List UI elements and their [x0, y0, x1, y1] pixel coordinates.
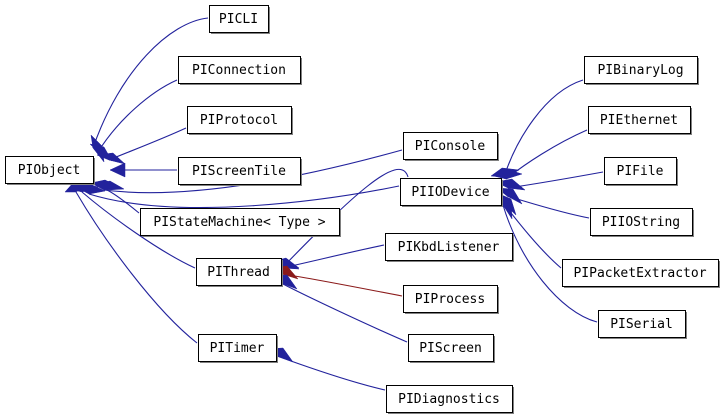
- edge-line: [507, 171, 604, 189]
- node-box[interactable]: [598, 310, 686, 338]
- node-box[interactable]: [590, 208, 693, 236]
- node-label: PIBinaryLog: [597, 63, 683, 78]
- edge-pibinarylog: [490, 79, 584, 178]
- edge-pikbdlistener: [269, 244, 385, 270]
- node-label: PIIOString: [602, 215, 680, 230]
- edge-line: [81, 191, 196, 269]
- node-box[interactable]: [584, 56, 698, 84]
- edge-piconnection: [89, 79, 178, 162]
- class-node-piethernet[interactable]: PIEthernet: [588, 106, 693, 136]
- class-node-piscreen[interactable]: PIScreen: [408, 334, 496, 364]
- node-box[interactable]: [209, 5, 269, 33]
- node-box[interactable]: [385, 233, 513, 261]
- class-node-pitimer[interactable]: PITimer: [198, 334, 279, 364]
- node-box[interactable]: [178, 56, 301, 84]
- node-layer: PIObject PICLI PIConnectionPIProtocolPIScr…: [5, 5, 721, 415]
- node-box[interactable]: [5, 156, 94, 184]
- edge-layer: [64, 17, 604, 391]
- class-node-piconsole[interactable]: PIConsole: [403, 132, 500, 162]
- node-box[interactable]: [403, 132, 498, 160]
- class-node-piprocess[interactable]: PIProcess: [403, 285, 500, 315]
- edge-picli: [90, 17, 209, 163]
- edge-line: [97, 79, 178, 153]
- class-node-piserial[interactable]: PISerial: [598, 310, 688, 340]
- edge-line: [88, 185, 400, 209]
- node-label: PIThread: [207, 265, 270, 280]
- node-label: PIProtocol: [200, 113, 278, 128]
- node-label: PICLI: [219, 12, 258, 27]
- edge-piethernet: [493, 129, 588, 180]
- node-label: PISerial: [610, 317, 673, 332]
- node-label: PIObject: [18, 163, 81, 178]
- class-node-pipacketextractor[interactable]: PIPacketExtractor: [562, 259, 721, 289]
- class-node-pibinarylog[interactable]: PIBinaryLog: [584, 56, 700, 86]
- node-box[interactable]: [140, 208, 340, 236]
- class-node-pifile[interactable]: PIFile: [604, 157, 679, 187]
- edge-piscreentile: [109, 162, 177, 178]
- class-node-picli[interactable]: PICLI: [209, 5, 271, 35]
- node-label: PIIODevice: [411, 185, 489, 200]
- node-box[interactable]: [562, 259, 719, 287]
- node-label: PIProcess: [415, 292, 485, 307]
- edge-line: [92, 17, 209, 149]
- edge-line: [281, 244, 385, 269]
- node-box[interactable]: [403, 285, 498, 313]
- class-node-piobject[interactable]: PIObject: [5, 156, 96, 186]
- edge-line: [108, 127, 187, 161]
- node-box[interactable]: [187, 106, 292, 134]
- edge-line: [276, 355, 386, 391]
- class-node-pikbdlistener[interactable]: PIKbdListener: [385, 233, 515, 263]
- edge-pidiagnostics: [266, 347, 386, 391]
- node-label: PIDiagnostics: [398, 392, 500, 407]
- node-box[interactable]: [400, 178, 502, 206]
- edge-line: [281, 168, 409, 269]
- node-label: PITimer: [210, 341, 265, 356]
- node-box[interactable]: [178, 157, 301, 185]
- arrowhead-icon: [96, 152, 126, 165]
- class-node-piprotocol[interactable]: PIProtocol: [187, 106, 294, 136]
- class-node-piconnection[interactable]: PIConnection: [178, 56, 303, 86]
- node-label: PIConnection: [192, 63, 286, 78]
- node-box[interactable]: [198, 334, 277, 362]
- edge-line: [75, 191, 198, 344]
- edge-line: [503, 79, 584, 178]
- edge-piscreen: [270, 274, 408, 343]
- node-box[interactable]: [408, 334, 494, 362]
- node-box[interactable]: [386, 385, 513, 413]
- node-label: PIScreenTile: [192, 164, 286, 179]
- class-node-piiodevice[interactable]: PIIODevice: [400, 178, 504, 208]
- arrowhead-icon: [493, 168, 523, 180]
- node-label: PIKbdListener: [398, 240, 500, 255]
- node-box[interactable]: [196, 258, 282, 286]
- class-node-pidiagnostics[interactable]: PIDiagnostics: [386, 385, 515, 415]
- edge-line: [502, 204, 598, 323]
- node-box[interactable]: [588, 106, 691, 134]
- edge-piprotocol: [96, 127, 187, 165]
- node-box[interactable]: [604, 157, 677, 185]
- edge-line: [505, 129, 588, 180]
- class-node-piscreentile[interactable]: PIScreenTile: [178, 157, 303, 187]
- node-label: PIPacketExtractor: [573, 266, 706, 281]
- class-node-piiostring[interactable]: PIIOString: [590, 208, 695, 238]
- class-node-pistatemachine[interactable]: PIStateMachine< Type >: [140, 208, 342, 238]
- node-label: PIEthernet: [600, 113, 678, 128]
- edge-piiodevice-obj: [75, 183, 400, 209]
- node-label: PIScreen: [419, 341, 482, 356]
- node-label: PIFile: [617, 164, 664, 179]
- edge-line: [106, 189, 140, 214]
- edge-line: [280, 282, 408, 343]
- arrowhead-icon: [109, 162, 126, 178]
- node-label: PIConsole: [415, 139, 486, 154]
- node-label: PIStateMachine< Type >: [153, 215, 325, 230]
- class-node-pithread[interactable]: PIThread: [196, 258, 284, 288]
- arrowhead-icon: [90, 179, 121, 191]
